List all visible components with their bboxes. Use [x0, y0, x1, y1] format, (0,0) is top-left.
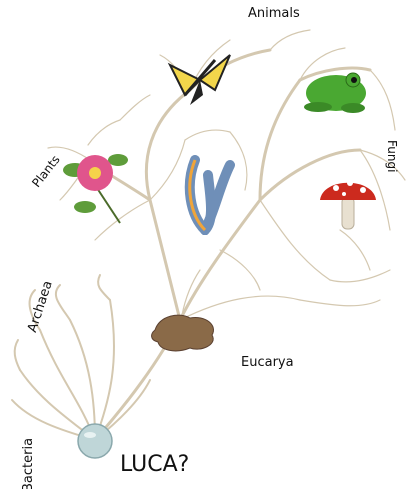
frog-image [298, 65, 373, 115]
label-eucarya: Eucarya [241, 356, 294, 369]
label-luca: LUCA? [120, 454, 189, 476]
rose-image [60, 145, 130, 225]
label-animals: Animals [248, 7, 300, 20]
bacteria-archaea-branches [12, 275, 150, 440]
mushroom-image [318, 172, 378, 232]
amoeba-image [150, 310, 220, 355]
butterfly-image [165, 50, 235, 110]
label-bacteria: Bacteria [22, 438, 35, 489]
luca-cell-image [76, 422, 114, 460]
nudibranch-image [180, 155, 240, 235]
label-fungi: Fungi [386, 140, 398, 172]
